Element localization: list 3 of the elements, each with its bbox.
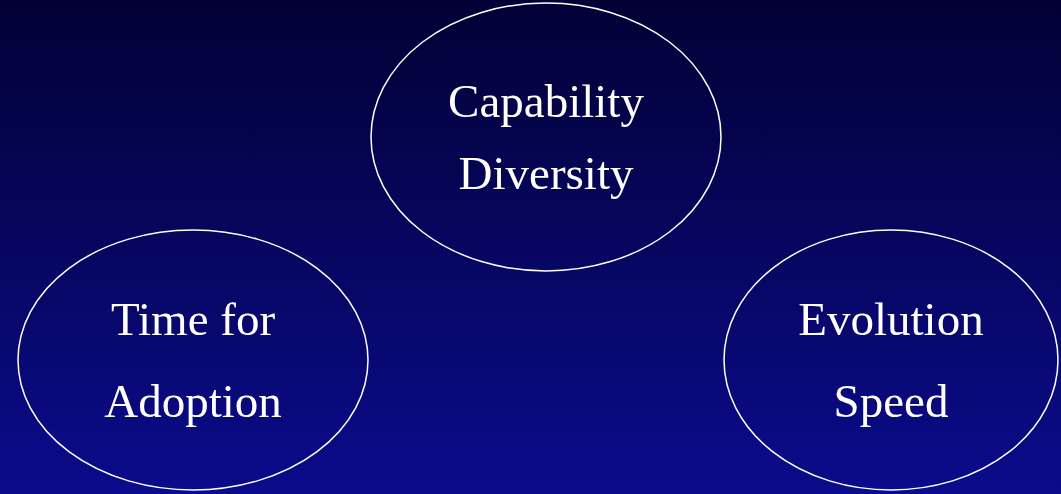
node-label: Evolution Speed [797,292,985,429]
node-label: Capability Diversity [447,74,645,201]
node-label: Time for Adoption [103,292,283,429]
